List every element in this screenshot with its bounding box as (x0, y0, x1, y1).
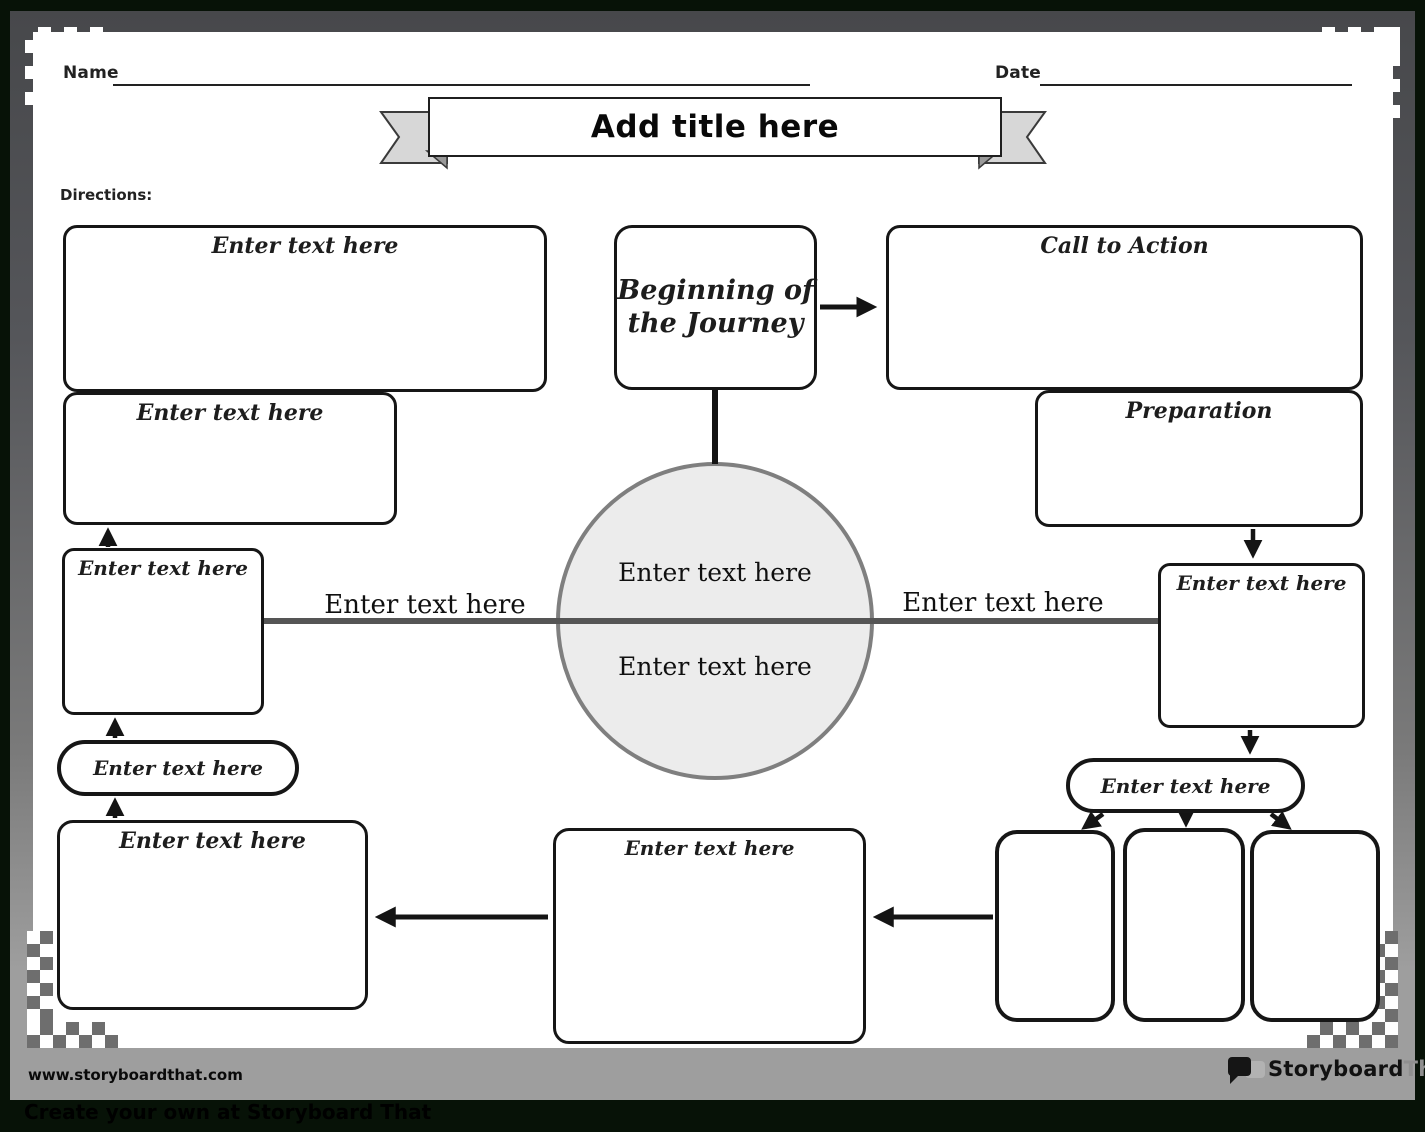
pill-right-label: Enter text here (1100, 773, 1271, 798)
box-branch-3[interactable] (1250, 830, 1380, 1022)
journey-circle (556, 462, 874, 780)
box-branch-2[interactable] (1123, 828, 1245, 1022)
box-beginning-of-journey[interactable]: Beginning of the Journey (614, 225, 817, 390)
storyboardthat-logo: Storyboard That (1228, 1055, 1425, 1084)
page-title: Add title here (590, 109, 840, 145)
box-top-left-large-label: Enter text here (211, 233, 399, 259)
box-branch-1[interactable] (995, 830, 1115, 1022)
box-bottom-center[interactable]: Enter text here (553, 828, 866, 1044)
box-bottom-left-label: Enter text here (119, 828, 306, 854)
name-label: Name (63, 63, 119, 83)
footer-tagline: Create your own at Storyboard That (24, 1100, 432, 1124)
box-right-small[interactable]: Enter text here (1158, 563, 1365, 728)
speech-bubble-icon (1228, 1055, 1268, 1084)
right-line-label[interactable]: Enter text here (902, 588, 1104, 618)
logo-secondary-text: That (1403, 1057, 1425, 1081)
logo-primary-text: Storyboard (1268, 1057, 1404, 1081)
pill-left[interactable]: Enter text here (57, 740, 299, 796)
box-beginning-label: Beginning of the Journey (617, 275, 814, 339)
name-input-line[interactable] (113, 84, 810, 86)
box-preparation-label: Preparation (1125, 398, 1273, 424)
left-line-label[interactable]: Enter text here (324, 590, 526, 620)
circle-top-text[interactable]: Enter text here (618, 558, 812, 587)
box-preparation[interactable]: Preparation (1035, 390, 1363, 527)
pill-right[interactable]: Enter text here (1066, 758, 1305, 813)
box-right-small-label: Enter text here (1176, 571, 1347, 595)
title-banner[interactable]: Add title here (428, 97, 1002, 157)
box-top-left-small-label: Enter text here (136, 400, 324, 426)
footer-url: www.storyboardthat.com (28, 1066, 243, 1084)
box-top-left-small[interactable]: Enter text here (63, 392, 397, 525)
box-call-to-action-label: Call to Action (1040, 233, 1209, 259)
date-input-line[interactable] (1040, 84, 1352, 86)
box-left-small[interactable]: Enter text here (62, 548, 264, 715)
checker-corner-top-left-v (25, 27, 51, 118)
circle-bottom-text[interactable]: Enter text here (618, 652, 812, 681)
date-label: Date (995, 63, 1042, 83)
checker-corner-bottom-left-v (27, 931, 53, 1022)
directions-label: Directions: (60, 186, 153, 204)
box-bottom-center-label: Enter text here (624, 836, 795, 860)
box-bottom-left[interactable]: Enter text here (57, 820, 368, 1010)
box-call-to-action[interactable]: Call to Action (886, 225, 1363, 390)
checker-corner-bottom-left-h (27, 1022, 118, 1048)
box-left-small-label: Enter text here (78, 556, 248, 580)
pill-left-label: Enter text here (93, 756, 263, 780)
box-top-left-large[interactable]: Enter text here (63, 225, 547, 392)
checker-corner-top-right-v (1374, 27, 1400, 118)
